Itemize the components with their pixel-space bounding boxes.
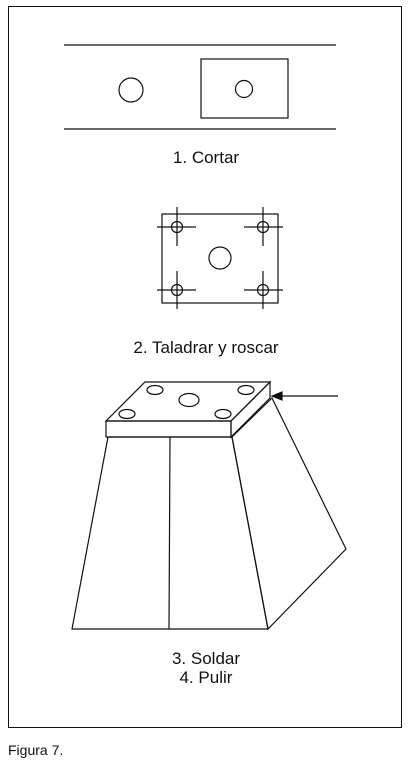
leg-side-face [231, 396, 347, 631]
plate-corner-hole [214, 408, 232, 420]
step-weld-label: 3. Soldar [171, 649, 241, 668]
step-cut-label: 1. Cortar [172, 148, 240, 167]
figure-caption: Figura 7. [8, 742, 64, 758]
step-polish-label: 4. Pulir [179, 668, 233, 687]
leg-seam [168, 436, 171, 630]
plate-corner-hole [118, 408, 136, 420]
step-drill-label: 2. Taladrar y roscar [133, 338, 279, 357]
figure-frame [8, 6, 402, 728]
cut-illustration [64, 44, 336, 130]
corner-hole-bottom-left [157, 271, 196, 309]
plate-center-hole [178, 392, 200, 408]
center-hole [208, 246, 232, 270]
top-plate-surface [104, 381, 272, 422]
weld-illustration [71, 380, 347, 631]
hole-mark [118, 77, 144, 103]
cut-plate [200, 58, 289, 119]
corner-hole-top-right [244, 207, 283, 246]
plate-corner-hole [146, 384, 164, 396]
corner-hole-bottom-right [244, 271, 283, 309]
top-plate-side-edge [230, 380, 271, 439]
plate-hole [234, 79, 254, 99]
drilled-plate [161, 213, 279, 304]
top-plate-front-edge [105, 420, 232, 438]
drill-illustration [157, 207, 283, 309]
plate-corner-hole [237, 384, 255, 396]
corner-hole-top-left [157, 207, 196, 246]
pointer-arrow-head [270, 391, 283, 401]
